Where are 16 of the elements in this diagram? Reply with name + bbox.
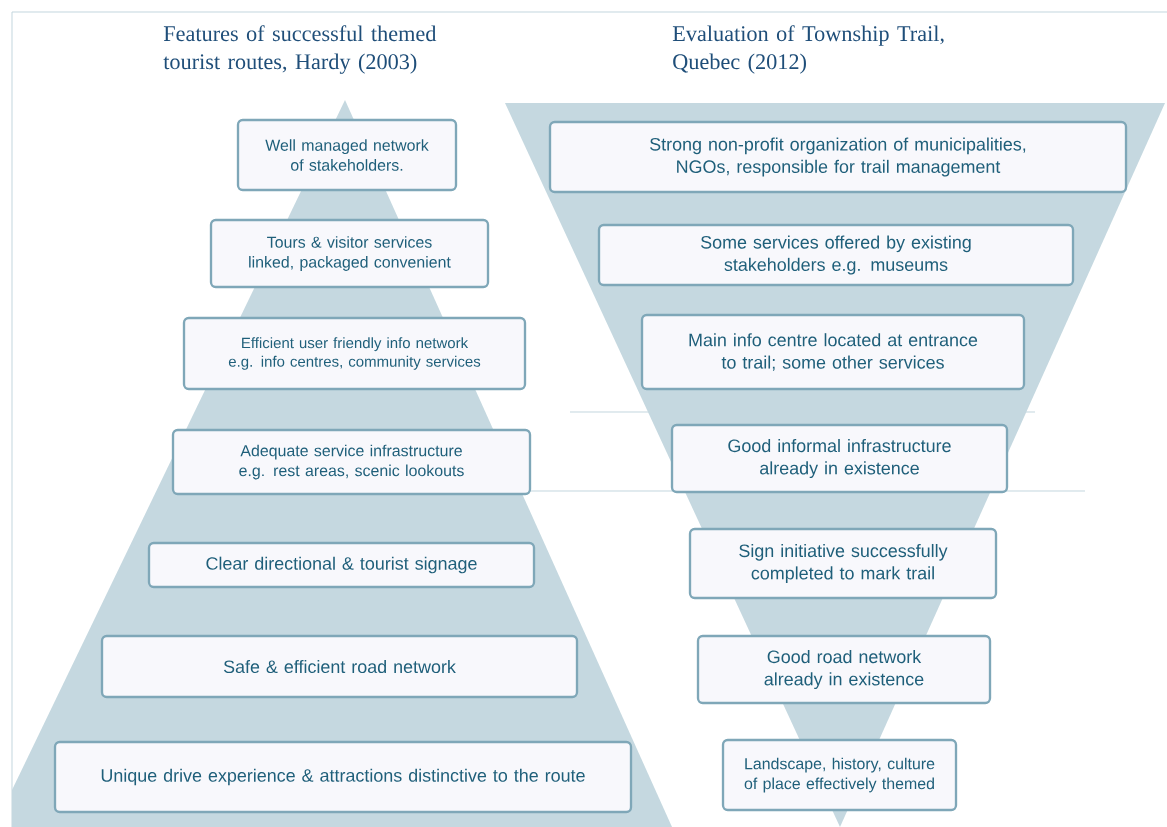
heading: Evaluation of Township Trail, Quebec (2012) [672, 25, 944, 74]
text-box: Well managed network of stakeholders. [236, 118, 458, 192]
text-box: Sign initiative successfully completed to mark trail [688, 527, 998, 600]
text-box: Efficient user friendly info network e.g. info centres, community services [182, 316, 527, 391]
text-box: Good road network already in existence [696, 634, 992, 705]
text-box: Clear directional & tourist signage [147, 541, 536, 589]
text-box: Some services offered by existing stakeholders e.g. museums [597, 223, 1075, 287]
text-box: Strong non-profit organization of municipalities, NGOs, responsible for trail management [548, 120, 1128, 194]
heading: Features of successful themed tourist routes, Hardy (2003) [163, 25, 437, 74]
text-box: Adequate service infrastructure e.g. rest areas, scenic lookouts [171, 428, 532, 496]
text-box: Unique drive experience & attractions distinctive to the route [53, 740, 633, 814]
text-box: Main info centre located at entrance to trail; some other services [640, 313, 1026, 391]
text-box: Safe & efficient road network [100, 634, 579, 699]
text-box: Landscape, history, culture of place effectively themed [721, 738, 958, 812]
text-box: Tours & visitor services linked, packaged convenient [209, 218, 490, 289]
text-box: Good informal infrastructure already in existence [670, 423, 1009, 494]
